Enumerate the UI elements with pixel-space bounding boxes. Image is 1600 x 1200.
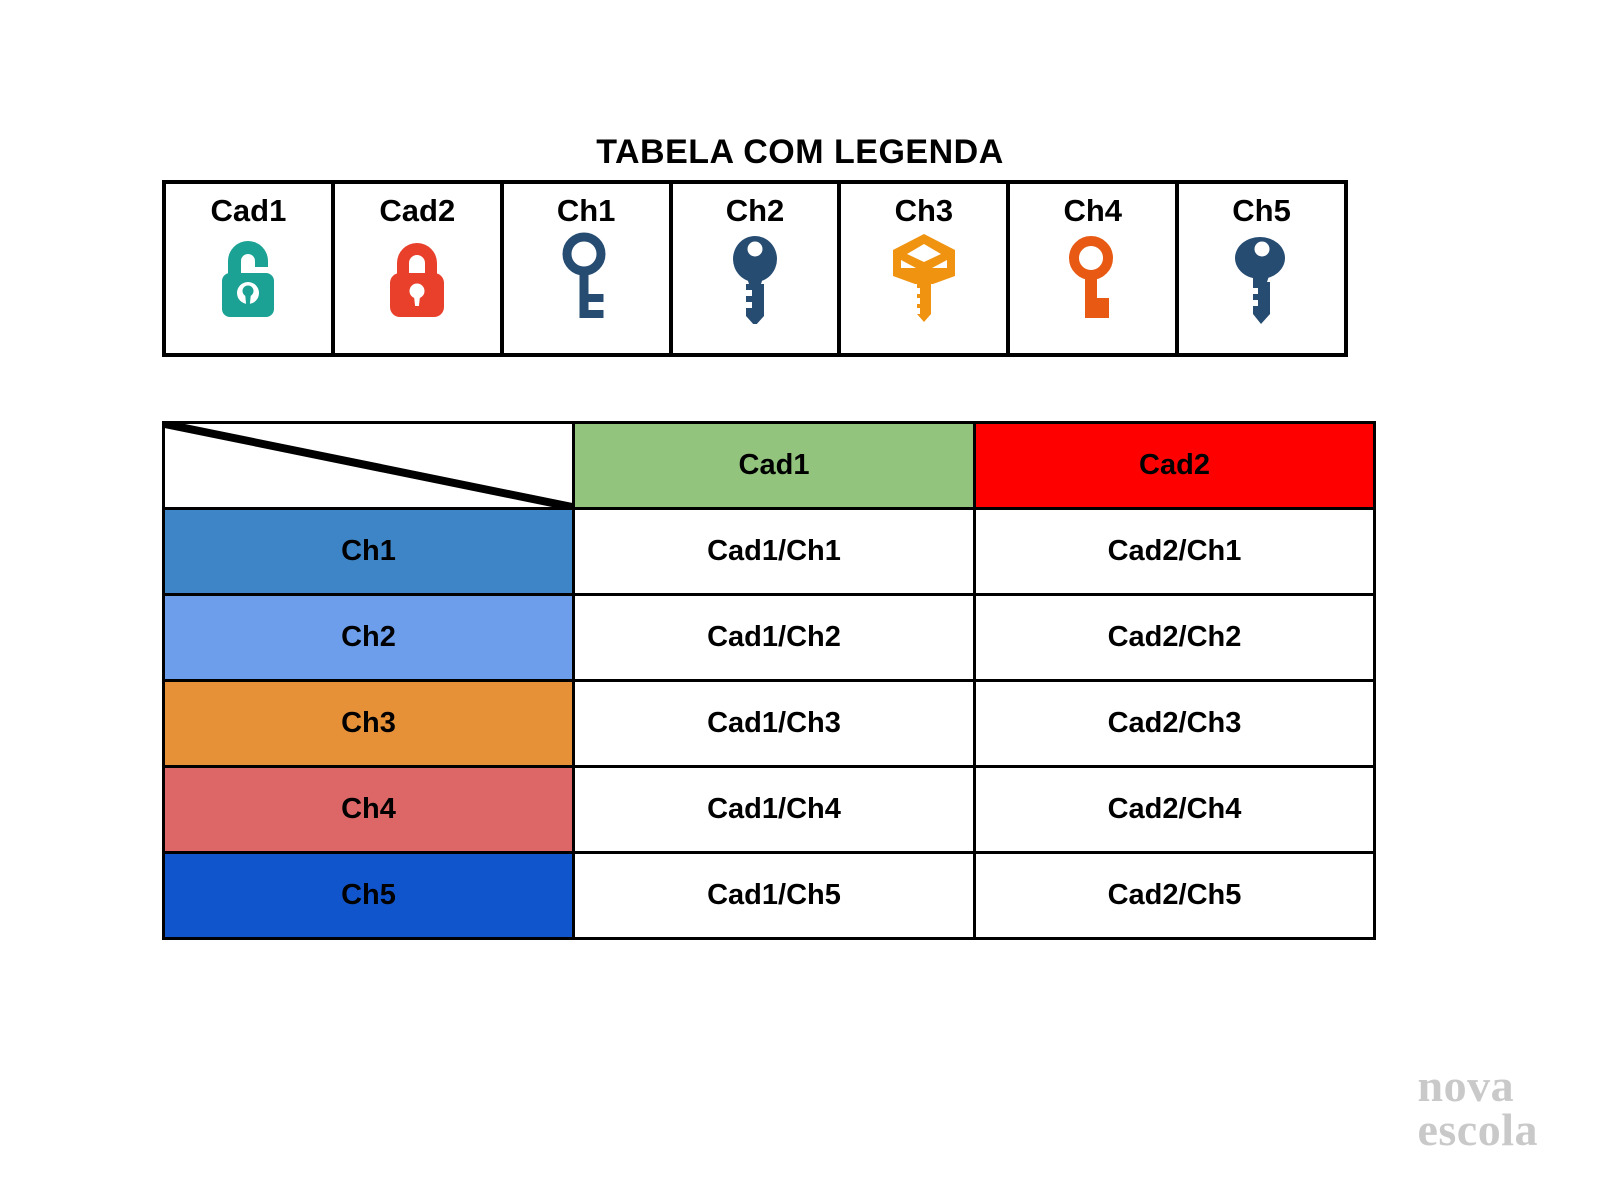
page-title: TABELA COM LEGENDA xyxy=(596,133,1004,171)
legend-cell-ch4[interactable]: Ch4 xyxy=(1010,184,1180,353)
table-row: Ch2 Cad1/Ch2 Cad2/Ch2 xyxy=(162,593,1376,682)
column-header-cad1[interactable]: Cad1 xyxy=(572,421,976,510)
legend-cell-ch3[interactable]: Ch3 xyxy=(841,184,1011,353)
legend-cell-ch2[interactable]: Ch2 xyxy=(672,184,842,353)
table-row: Ch4 Cad1/Ch4 Cad2/Ch4 xyxy=(162,765,1376,854)
table-row: Ch3 Cad1/Ch3 Cad2/Ch3 xyxy=(162,679,1376,768)
row-header-ch2[interactable]: Ch2 xyxy=(162,593,575,682)
cell-cad1-ch5[interactable]: Cad1/Ch5 xyxy=(572,851,976,940)
table-header-row: Cad1 Cad2 xyxy=(162,421,1376,510)
cell-cad2-ch1[interactable]: Cad2/Ch1 xyxy=(973,507,1376,596)
watermark-line-1: nova xyxy=(1417,1059,1515,1111)
row-header-ch3[interactable]: Ch3 xyxy=(162,679,575,768)
nova-escola-watermark: nova escola xyxy=(1417,1059,1538,1155)
legend-table: Cad1 Cad2 Ch1 xyxy=(162,180,1348,357)
key-round-solid-icon xyxy=(711,232,799,325)
table-row: Ch1 Cad1/Ch1 Cad2/Ch1 xyxy=(162,507,1376,596)
cell-cad1-ch4[interactable]: Cad1/Ch4 xyxy=(572,765,976,854)
key-simple-outline-icon xyxy=(1049,232,1137,324)
legend-label-ch5: Ch5 xyxy=(1232,193,1291,228)
legend-label-ch1: Ch1 xyxy=(556,193,616,228)
cell-cad2-ch4[interactable]: Cad2/Ch4 xyxy=(973,765,1376,854)
cell-cad2-ch2[interactable]: Cad2/Ch2 xyxy=(973,593,1376,682)
row-header-ch5[interactable]: Ch5 xyxy=(162,851,575,940)
legend-cell-cad2[interactable]: Cad2 xyxy=(334,184,504,353)
key-round-outline-icon xyxy=(542,232,630,324)
legend-label-ch2: Ch2 xyxy=(725,193,785,228)
padlock-closed-icon xyxy=(373,232,461,324)
legend-label-cad2: Cad2 xyxy=(379,193,456,228)
row-header-ch4[interactable]: Ch4 xyxy=(162,765,575,854)
legend-label-ch4: Ch4 xyxy=(1063,193,1123,228)
key-hex-icon xyxy=(880,232,968,324)
key-oval-solid-icon xyxy=(1218,232,1306,325)
legend-cell-cad1[interactable]: Cad1 xyxy=(166,184,335,353)
legend-cell-ch1[interactable]: Ch1 xyxy=(503,184,673,353)
watermark-line-2: escola xyxy=(1417,1103,1538,1155)
corner-cell xyxy=(162,421,575,510)
cell-cad1-ch2[interactable]: Cad1/Ch2 xyxy=(572,593,976,682)
cell-cad1-ch3[interactable]: Cad1/Ch3 xyxy=(572,679,976,768)
cell-cad2-ch3[interactable]: Cad2/Ch3 xyxy=(973,679,1376,768)
legend-cell-ch5[interactable]: Ch5 xyxy=(1179,184,1345,353)
legend-label-cad1: Cad1 xyxy=(210,193,287,228)
diagonal-divider-line xyxy=(165,424,572,507)
cell-cad1-ch1[interactable]: Cad1/Ch1 xyxy=(572,507,976,596)
cross-reference-table: Cad1 Cad2 Ch1 Cad1/Ch1 Cad2/Ch1 Ch2 Cad1… xyxy=(162,421,1376,940)
table-row: Ch5 Cad1/Ch5 Cad2/Ch5 xyxy=(162,851,1376,940)
padlock-open-icon xyxy=(204,232,292,324)
column-header-cad2[interactable]: Cad2 xyxy=(973,421,1376,510)
cell-cad2-ch5[interactable]: Cad2/Ch5 xyxy=(973,851,1376,940)
row-header-ch1[interactable]: Ch1 xyxy=(162,507,575,596)
legend-label-ch3: Ch3 xyxy=(894,193,954,228)
